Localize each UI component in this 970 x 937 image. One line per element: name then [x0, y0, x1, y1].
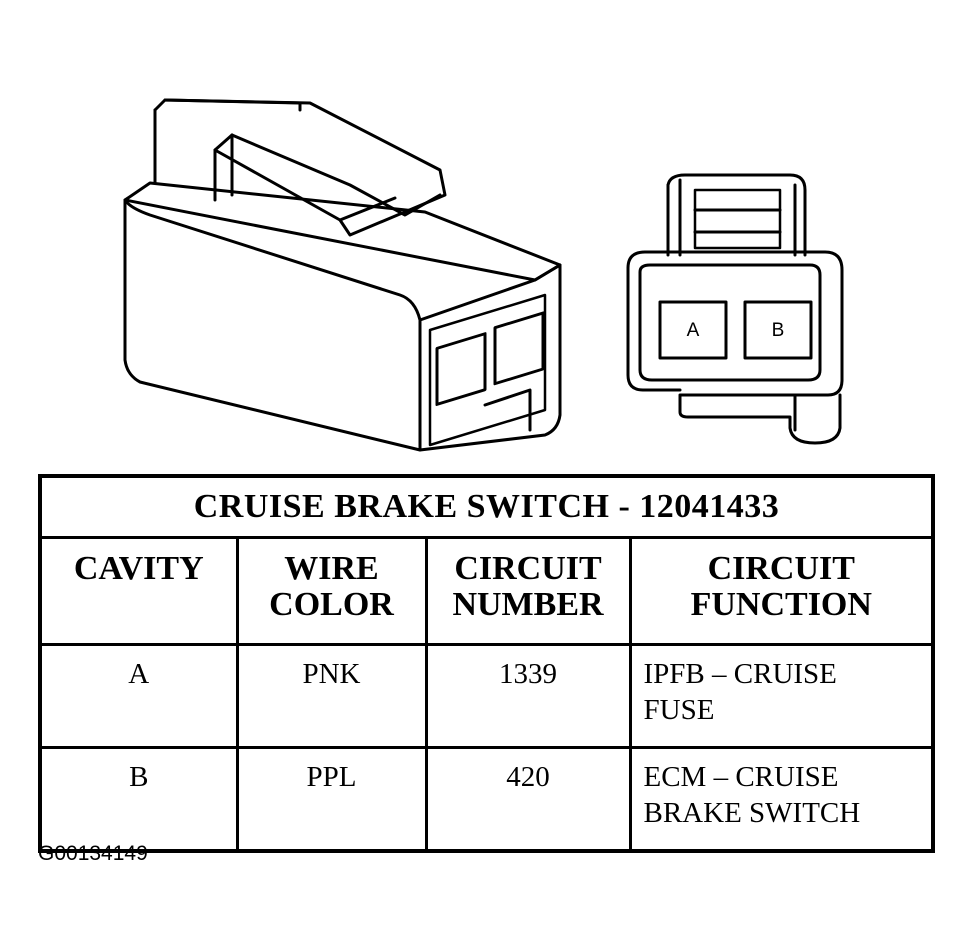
header-circuit-function: CIRCUIT FUNCTION [628, 536, 935, 646]
row-a-function-line-2: FUSE [643, 694, 715, 726]
row-b-wire-color: PPL [235, 746, 428, 853]
table-row: B PPL 420 ECM – CRUISE BRAKE SWITCH [38, 746, 935, 853]
header-circuit-function-line-1: CIRCUIT [707, 550, 855, 587]
table-title: CRUISE BRAKE SWITCH - 12041433 [38, 474, 935, 539]
header-wire-color-line-2: COLOR [269, 586, 394, 623]
figure-code: G00134149 [38, 842, 148, 865]
connector-front-view [626, 173, 844, 445]
row-a-circuit-function: IPFB – CRUISE FUSE [628, 643, 935, 749]
connector-illustration: A B [123, 98, 844, 452]
row-b-circuit-number: 420 [424, 746, 632, 853]
cavity-b-label: B [772, 320, 785, 341]
header-wire-color-line-1: WIRE [284, 550, 379, 587]
row-a-wire-color: PNK [235, 643, 428, 749]
header-circuit-function-line-2: FUNCTION [690, 586, 872, 623]
connector-isometric-view [123, 98, 562, 452]
table-header-row: CAVITY WIRE COLOR CIRCUIT NUMBER CIRCUIT… [38, 536, 935, 646]
row-a-cavity: A [38, 643, 239, 749]
header-cavity: CAVITY [38, 536, 239, 646]
table-title-row: CRUISE BRAKE SWITCH - 12041433 [38, 474, 935, 539]
row-b-function-line-1: ECM – CRUISE [643, 761, 839, 793]
cavity-b-box [743, 300, 813, 360]
row-b-function-line-2: BRAKE SWITCH [643, 797, 861, 829]
pinout-table: CRUISE BRAKE SWITCH - 12041433 CAVITY WI… [38, 474, 936, 853]
row-a-circuit-number: 1339 [424, 643, 632, 749]
header-circuit-number-line-2: NUMBER [452, 586, 604, 623]
header-circuit-number: CIRCUIT NUMBER [424, 536, 632, 646]
cavity-a-box [658, 300, 728, 360]
row-a-function-line-1: IPFB – CRUISE [643, 658, 837, 690]
table-row: A PNK 1339 IPFB – CRUISE FUSE [38, 643, 935, 749]
header-cavity-line: CAVITY [73, 550, 204, 587]
row-b-circuit-function: ECM – CRUISE BRAKE SWITCH [628, 746, 935, 853]
row-b-cavity: B [38, 746, 239, 853]
header-circuit-number-line-1: CIRCUIT [454, 550, 602, 587]
cavity-a-label: A [687, 320, 700, 341]
header-wire-color: WIRE COLOR [235, 536, 428, 646]
